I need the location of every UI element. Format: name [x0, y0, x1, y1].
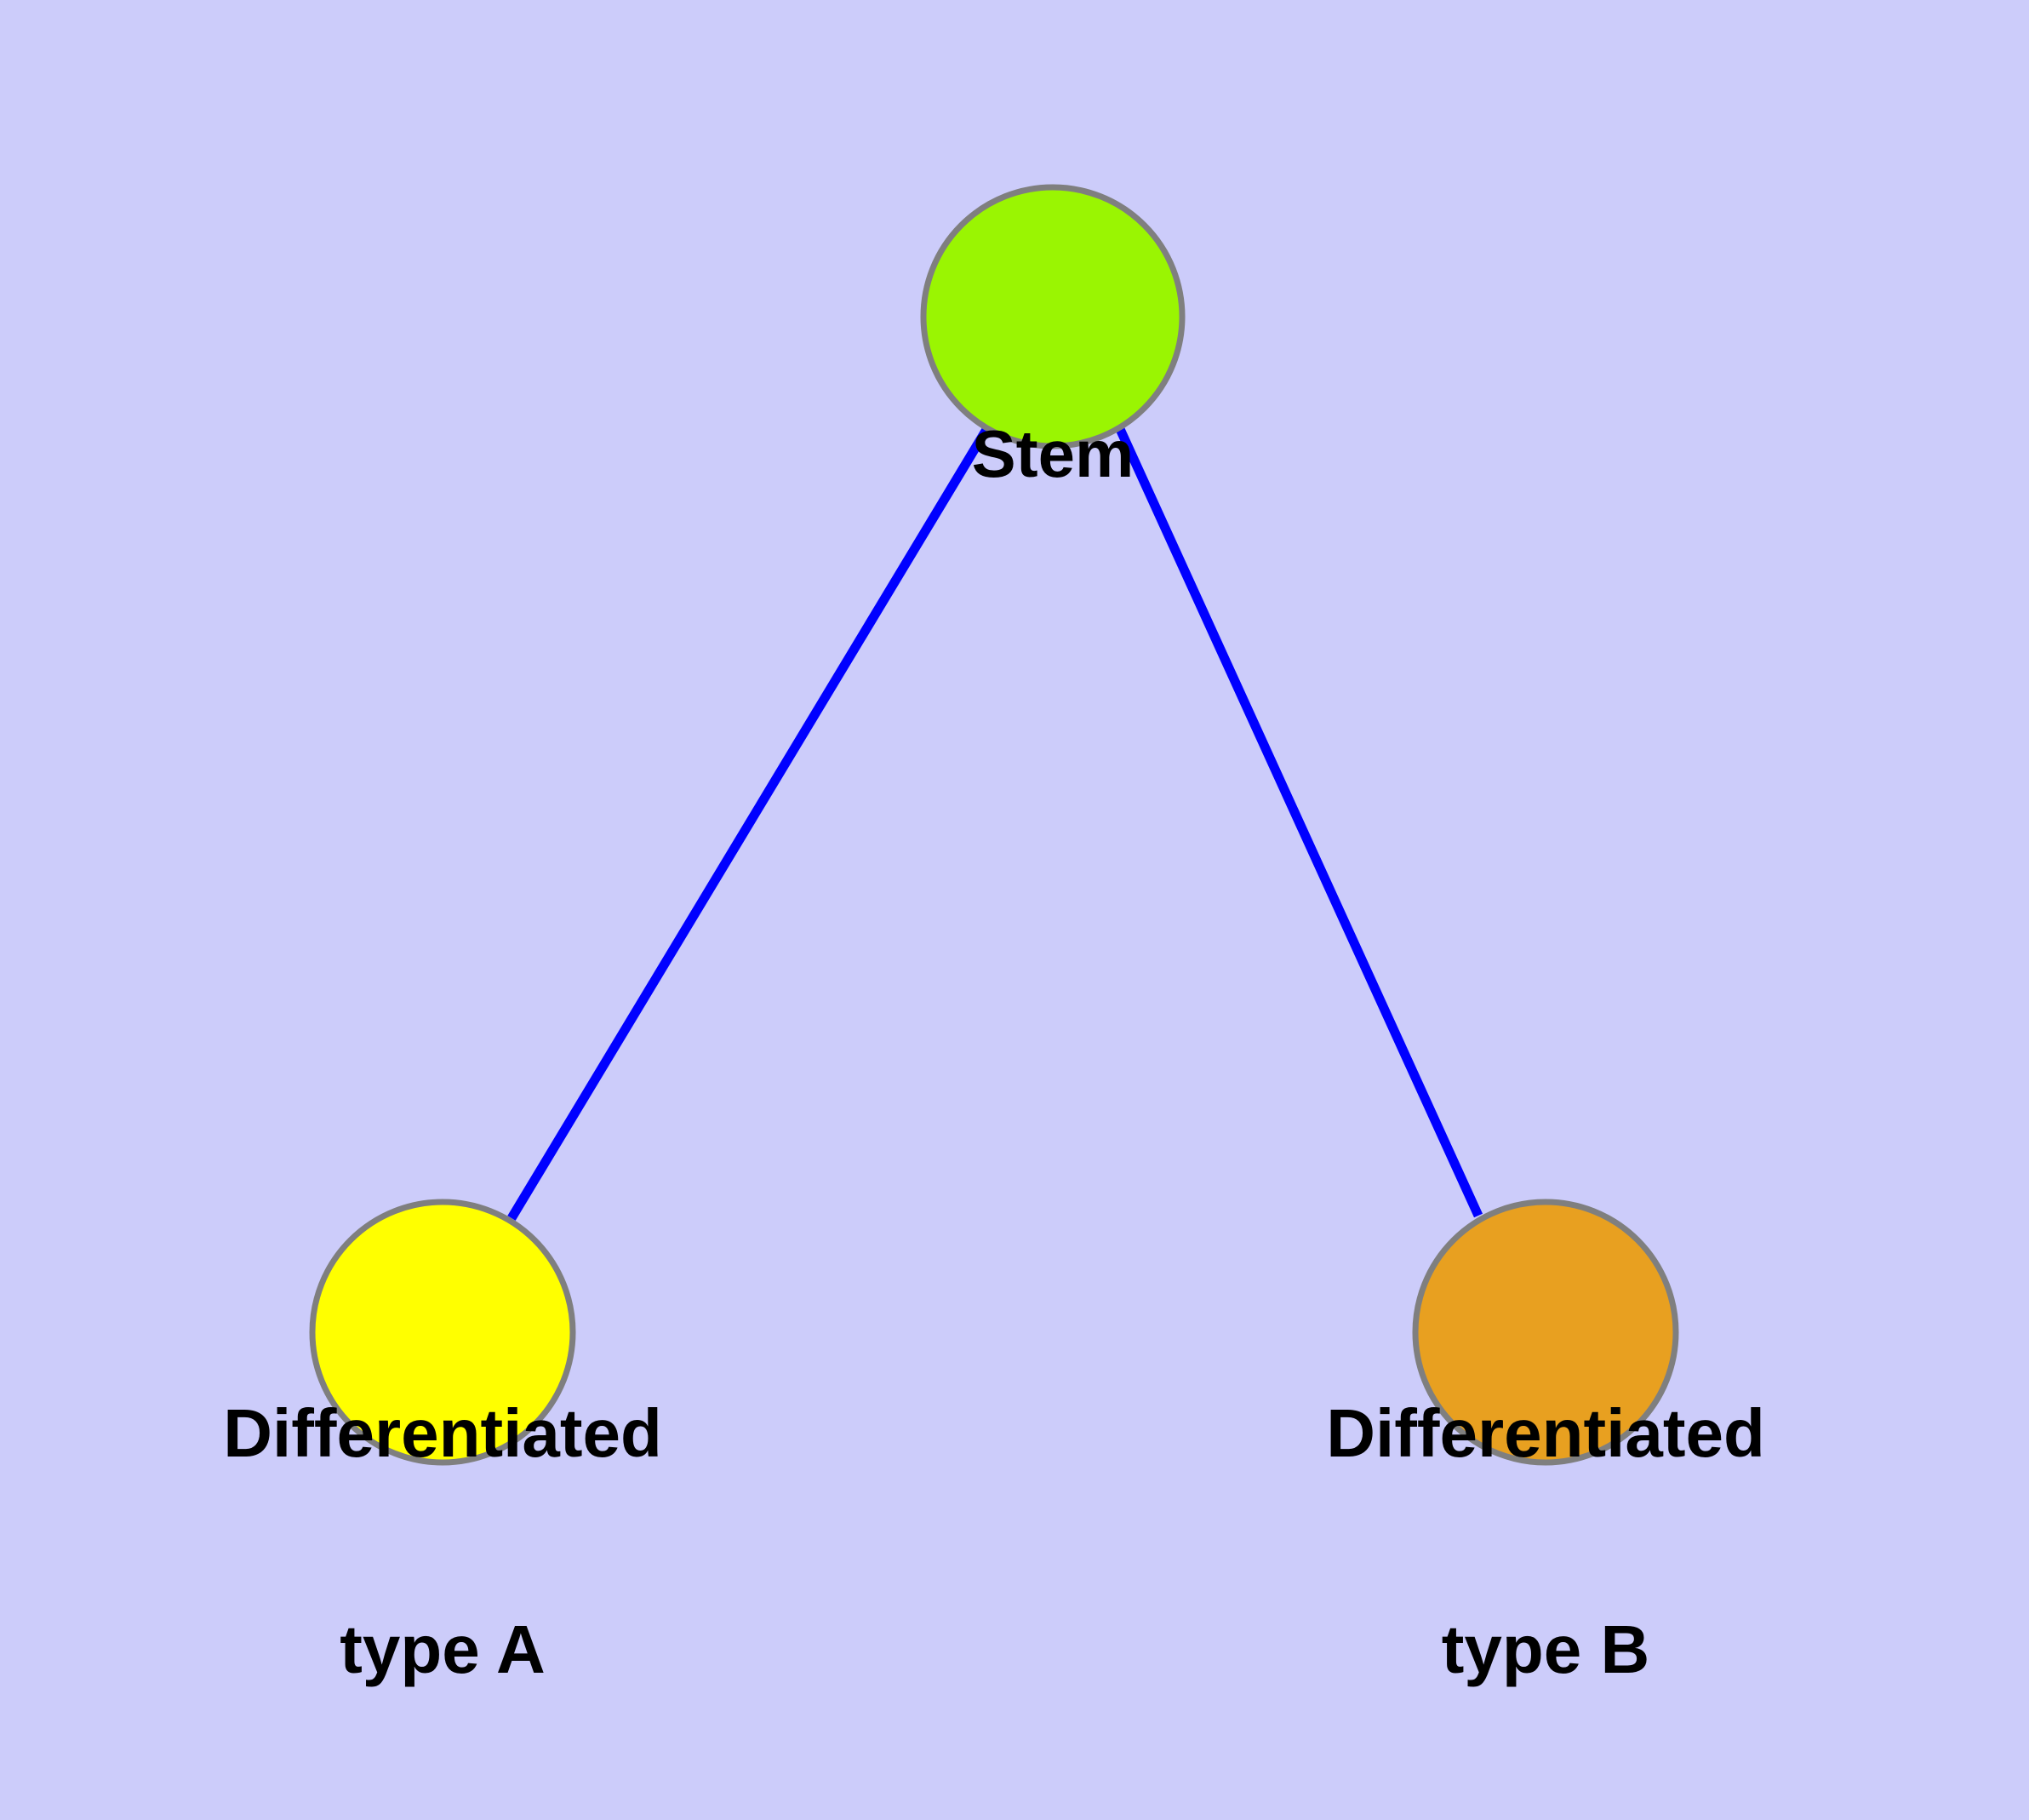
- edge-stem-to-differentiated-a[interactable]: [507, 426, 992, 1221]
- node-circle-differentiated-type-a[interactable]: [309, 1199, 576, 1466]
- node-circle-stem[interactable]: [920, 184, 1186, 449]
- edges-group: [507, 426, 1483, 1221]
- edge-stem-to-differentiated-b[interactable]: [1115, 426, 1483, 1218]
- node-circle-differentiated-type-b[interactable]: [1412, 1199, 1679, 1466]
- nodes-group: [309, 184, 1679, 1466]
